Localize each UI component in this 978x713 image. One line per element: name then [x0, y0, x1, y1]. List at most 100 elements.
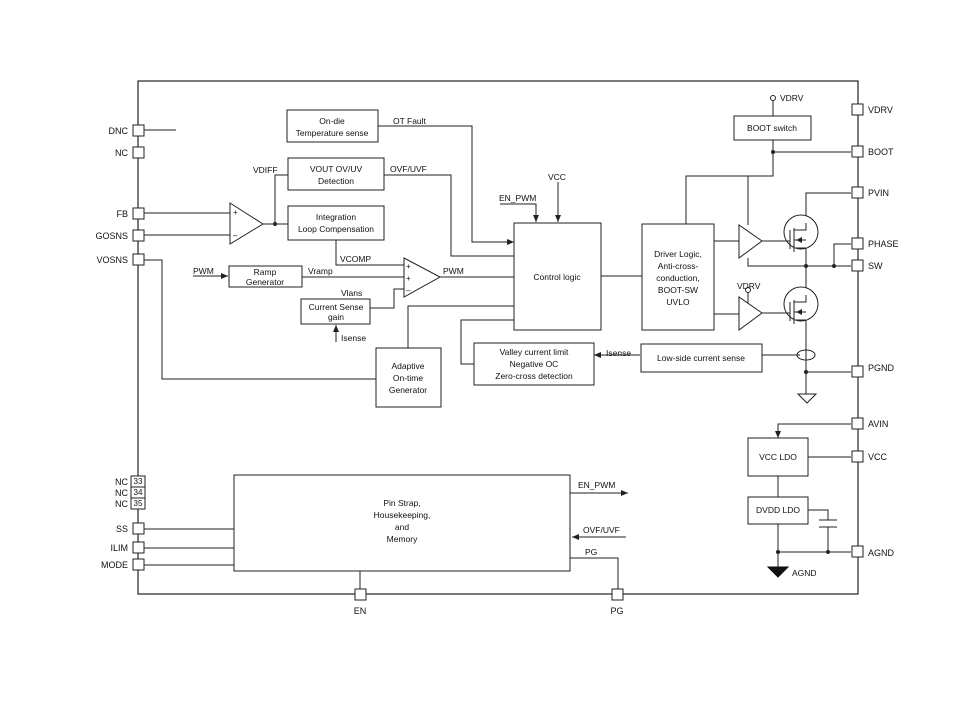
cs-gain-line1: Current Sense: [309, 302, 364, 312]
pin-nc35: [130, 497, 146, 510]
integration-line1: Integration: [316, 212, 356, 222]
valley-line1: Valley current limit: [500, 347, 569, 357]
pin-number-33: 33: [134, 477, 143, 486]
comp-plus1: +: [406, 262, 411, 271]
boot-switch-block: [733, 115, 812, 141]
label-boot: BOOT: [868, 147, 894, 157]
driver-logic-block: [641, 223, 715, 331]
pin-gosns: [132, 229, 145, 242]
pin-ilim: [132, 541, 145, 554]
label-agnd: AGND: [868, 548, 895, 558]
pin-nc: [132, 146, 145, 159]
pin-pg: [611, 588, 624, 601]
label-ilim: ILIM: [110, 543, 128, 553]
integration-line2: Loop Compensation: [298, 224, 374, 234]
label-en: EN: [354, 606, 367, 616]
pin-ss: [132, 522, 145, 535]
pin-agnd: [851, 545, 864, 558]
isense-up-label: Isense: [341, 333, 366, 343]
driver-line5: UVLO: [666, 297, 690, 307]
pin-number-34: 34: [134, 488, 143, 497]
valley-line3: Zero-cross detection: [495, 371, 573, 381]
chip-outline: [137, 80, 859, 595]
vdrv-mid-terminal-icon: [745, 287, 751, 293]
adaptive-line2: On-time: [393, 373, 424, 383]
symbols: + – + + –: [229, 95, 837, 578]
vcc-ldo-block: [747, 437, 809, 477]
pin-numbers: 33 34 35: [134, 477, 143, 508]
diff-amp-minus: –: [233, 231, 238, 240]
temp-sense-line2: Temperature sense: [296, 128, 369, 138]
label-phase: PHASE: [868, 239, 899, 249]
wires: [144, 101, 851, 590]
integration-block: [287, 205, 385, 241]
pin-en: [354, 588, 367, 601]
control-logic-label: Control logic: [533, 272, 581, 282]
boot-switch-label: BOOT switch: [747, 123, 797, 133]
pinstrap-line4: Memory: [387, 534, 418, 544]
label-dnc: DNC: [109, 126, 129, 136]
pin-fb: [132, 207, 145, 220]
vout-det-line2: Detection: [318, 176, 354, 186]
high-side-driver-symbol: [738, 224, 763, 259]
label-mode: MODE: [101, 560, 128, 570]
pin-vdrv: [851, 103, 864, 116]
driver-line2: Anti-cross-: [658, 261, 699, 271]
vdiff-label: VDIFF: [253, 165, 278, 175]
right-pins: [851, 103, 864, 558]
agnd-ground-icon: [766, 566, 790, 578]
label-vdrv: VDRV: [868, 105, 893, 115]
pinstrap-line3: and: [395, 522, 409, 532]
pin-pgnd: [851, 365, 864, 378]
low-side-mosfet-icon: [783, 286, 819, 330]
vcomp-label: VCOMP: [340, 254, 372, 264]
pinstrap-line2: Housekeeping,: [374, 510, 431, 520]
vlans-label: Vlans: [341, 288, 362, 298]
junction-dots: [273, 150, 836, 554]
pin-number-35: 35: [134, 499, 143, 508]
lowside-label: Low-side current sense: [657, 353, 745, 363]
label-nc: NC: [115, 148, 128, 158]
driver-line4: BOOT-SW: [658, 285, 698, 295]
temp-sense-block: [286, 109, 379, 143]
label-pvin: PVIN: [868, 188, 889, 198]
vout-detection-block: [287, 157, 385, 191]
vdrv-top-terminal-icon: [770, 95, 776, 101]
label-fb: FB: [116, 209, 128, 219]
capacitor-icon: [819, 519, 837, 528]
label-vosns: VOSNS: [96, 255, 128, 265]
label-nc34: NC: [115, 488, 128, 498]
en-pwm-out-label: EN_PWM: [578, 480, 615, 490]
pin-mode: [132, 558, 145, 571]
pin-vosns: [132, 253, 145, 266]
pwm-comparator-symbol: [403, 257, 442, 298]
ramp-generator-block: [228, 265, 303, 288]
bottom-pins: EN PG: [354, 588, 624, 616]
low-side-driver-symbol: [738, 296, 763, 331]
blocks: On-die Temperature sense VOUT OV/UV Dete…: [228, 109, 812, 572]
dvdd-ldo-block: [747, 496, 809, 525]
adaptive-ontime-block: [375, 347, 442, 408]
pg-out-label: PG: [585, 547, 597, 557]
label-pgnd: PGND: [868, 363, 895, 373]
pinstrap-line1: Pin Strap,: [383, 498, 420, 508]
ovf-uvf-label: OVF/UVF: [390, 164, 427, 174]
control-logic-block: [513, 222, 602, 331]
pwm-input-label: PWM: [193, 266, 214, 276]
comp-plus2: +: [406, 274, 411, 283]
temp-sense-line1: On-die: [319, 116, 345, 126]
pin-vcc: [851, 450, 864, 463]
label-nc33: NC: [115, 477, 128, 487]
dvdd-ldo-label: DVDD LDO: [756, 505, 800, 515]
pin-phase: [851, 237, 864, 250]
label-avin: AVIN: [868, 419, 888, 429]
ramp-line2: Generator: [246, 277, 284, 287]
cs-gain-line2: gain: [328, 312, 344, 322]
label-vcc: VCC: [868, 452, 888, 462]
vcc-ldo-label: VCC LDO: [759, 452, 797, 462]
power-ground-icon: [796, 393, 818, 404]
pin-dnc: [132, 124, 145, 137]
adaptive-line3: Generator: [389, 385, 427, 395]
pin-strap-block: [233, 474, 571, 572]
